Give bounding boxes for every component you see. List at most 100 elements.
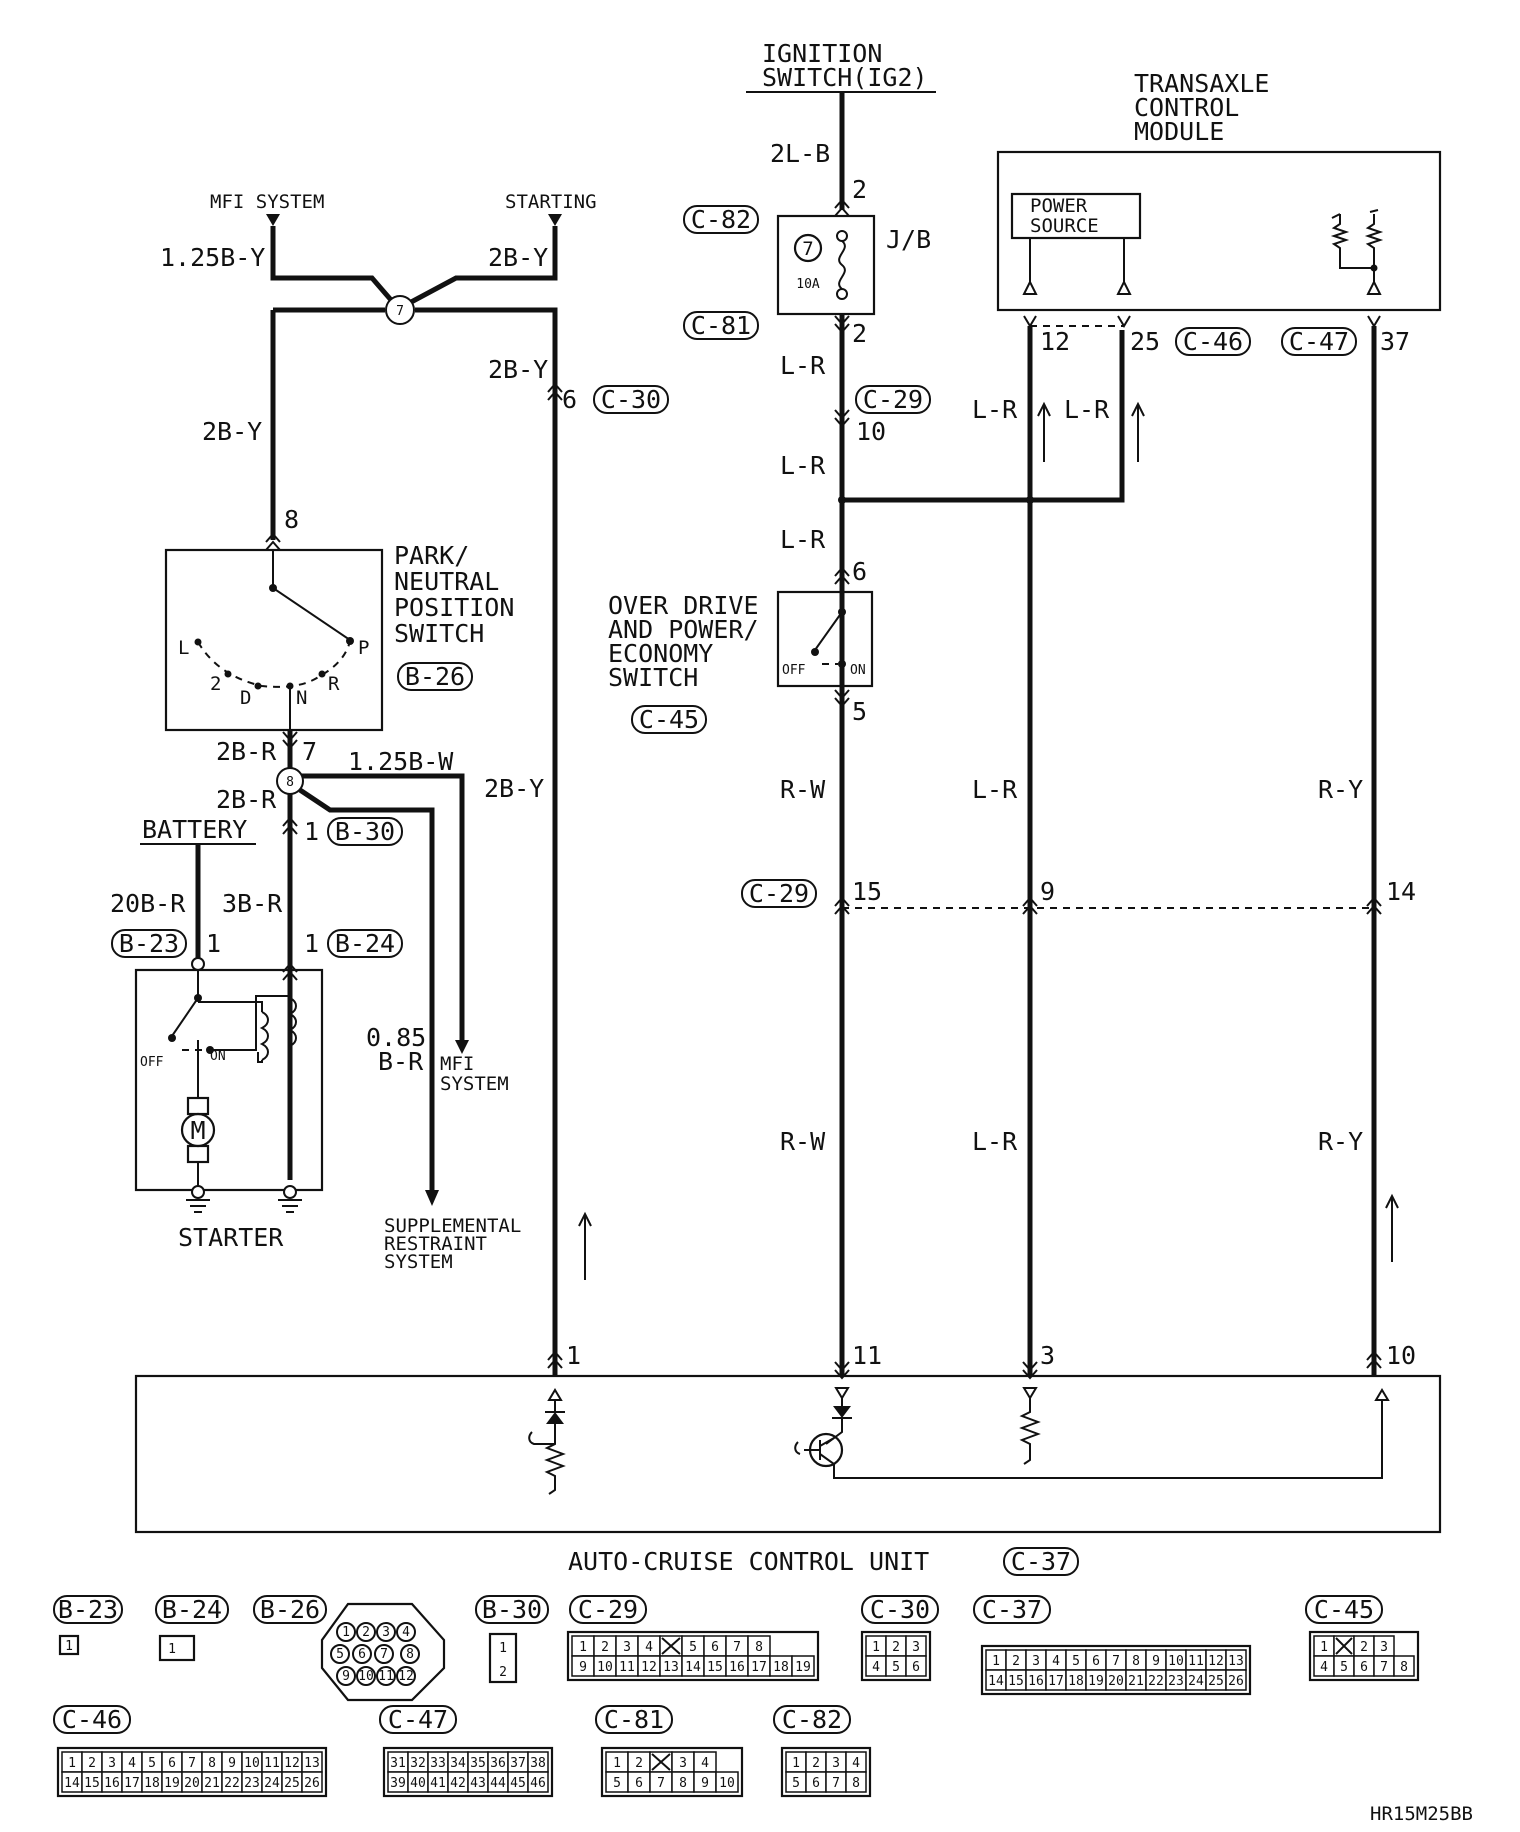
b26-pin-label: 11 xyxy=(378,1669,394,1684)
b26-pin-label: 1 xyxy=(342,1625,350,1640)
svg-text:B-30: B-30 xyxy=(335,817,395,846)
tcm-input-arrows-icon xyxy=(1022,279,1132,295)
pin-pn-8: 8 xyxy=(284,505,299,534)
conn-pin-label: 4 xyxy=(128,1756,136,1771)
conn-pin-label: 45 xyxy=(510,1776,526,1791)
conn-pin-label: 15 xyxy=(84,1776,100,1791)
pin-jb-2: 2 xyxy=(852,319,867,348)
transaxle-control-module: TRANSAXLE CONTROL MODULE POWER SOURCE 12… xyxy=(972,69,1442,1360)
conn-pin-label: 8 xyxy=(679,1776,687,1791)
conn-pin-label: 32 xyxy=(410,1756,426,1771)
od-switch: OFF ON OVER DRIVE AND POWER/ ECONOMY SWI… xyxy=(608,590,874,1156)
conn-pin-label: 7 xyxy=(1380,1660,1388,1675)
acu-transistor-leads xyxy=(804,1400,1383,1479)
svg-text:B-30: B-30 xyxy=(482,1595,542,1624)
starter-section: BATTERY 20B-R 3B-R B-23 1 1 B-24 OFF ON xyxy=(110,815,403,1252)
conn-pin-label: 7 xyxy=(188,1756,196,1771)
pn-label-3: POSITION xyxy=(394,593,514,622)
conn-pin-label: 24 xyxy=(1188,1674,1204,1689)
svg-text:1: 1 xyxy=(168,1642,176,1657)
conn-pin-label: 11 xyxy=(264,1756,280,1771)
pin-acu-1: 1 xyxy=(566,1341,581,1370)
conn-view-label: C-47 xyxy=(388,1705,448,1734)
svg-text:C-82: C-82 xyxy=(691,205,751,234)
conn-pin-label: 2 xyxy=(88,1756,96,1771)
conn-view-label: C-45 xyxy=(1314,1595,1374,1624)
conn-pin-label: 21 xyxy=(204,1776,220,1791)
conn-pin-label: 36 xyxy=(490,1756,506,1771)
motor-brush-bottom xyxy=(186,1144,210,1164)
c29-joint: C-29 15 9 14 xyxy=(741,877,1416,915)
conn-pin-label: 24 xyxy=(264,1776,280,1791)
b26-pin-5 xyxy=(330,1644,350,1664)
pin-od-6: 6 xyxy=(852,557,867,586)
mfi-system-label: MFI SYSTEM xyxy=(210,191,324,213)
conn-pin-label: 5 xyxy=(689,1640,697,1655)
svg-text:B-26: B-26 xyxy=(405,662,465,691)
jb-in-mark-icon xyxy=(834,198,850,217)
conn-pin-label: 1 xyxy=(613,1756,621,1771)
starter-coil-1-icon xyxy=(259,1011,269,1061)
connector-tag-c45: C-45 xyxy=(631,705,707,734)
conn-pin-label: 44 xyxy=(490,1776,506,1791)
pin-pn-7: 7 xyxy=(302,737,317,766)
conn-pin-label: 15 xyxy=(1008,1674,1024,1689)
conn-pin-label: 1 xyxy=(1320,1640,1328,1655)
pin-c30-6: 6 xyxy=(562,385,577,414)
wire-label-1-25b-y: 1.25B-Y xyxy=(160,243,265,272)
conn-pin-label: 1 xyxy=(872,1640,880,1655)
conn-pin-label: 6 xyxy=(912,1660,920,1675)
svg-text:1: 1 xyxy=(65,1639,73,1654)
pin-c47-37: 37 xyxy=(1380,327,1410,356)
conn-pin-label: 3 xyxy=(1380,1640,1388,1655)
wire-starting xyxy=(398,226,558,311)
junction-7-icon xyxy=(385,295,415,325)
power-source-label-1: POWER xyxy=(1030,195,1088,217)
b26-pin-label: 3 xyxy=(382,1625,390,1640)
conn-pin-label: 19 xyxy=(795,1660,811,1675)
jb-label: J/B xyxy=(886,225,931,254)
od-off-label: OFF xyxy=(782,663,806,678)
current-arrow-25-icon xyxy=(1131,401,1145,462)
wire-label-l-r-3: L-R xyxy=(780,525,826,554)
wire-label-l-r-2: L-R xyxy=(780,451,826,480)
conn-pin-label: 3 xyxy=(1032,1654,1040,1669)
svg-text:B-26: B-26 xyxy=(260,1595,320,1624)
conn-pin-label: 17 xyxy=(124,1776,140,1791)
pin-c29-15: 15 xyxy=(852,877,882,906)
od-switch-arm xyxy=(814,592,843,651)
conn-pin-label: 20 xyxy=(184,1776,200,1791)
conn-pin-label: 3 xyxy=(832,1756,840,1771)
connector-tag-c29-b: C-29 xyxy=(741,879,817,908)
ignition-label-2: SWITCH(IG2) xyxy=(762,63,928,92)
tcm-box xyxy=(996,150,1442,312)
fuse-icon xyxy=(793,233,823,263)
b26-pin-7 xyxy=(374,1644,394,1664)
supply-section: MFI SYSTEM STARTING 1.25B-Y 2B-Y 7 2B-Y … xyxy=(160,191,669,1360)
wire-label-2b-y-long: 2B-Y xyxy=(484,774,544,803)
conn-pin-label: 18 xyxy=(144,1776,160,1791)
b26-pin-2 xyxy=(356,1622,376,1642)
conn-view-b30: B-30 1 2 xyxy=(475,1595,549,1684)
conn-pin-label: 5 xyxy=(892,1660,900,1675)
conn-view-label: C-29 xyxy=(578,1595,638,1624)
pin-b23-1: 1 xyxy=(206,929,221,958)
conn-pin-label: 21 xyxy=(1128,1674,1144,1689)
pin-c29-10: 10 xyxy=(856,417,886,446)
pn-pos-p: P xyxy=(358,637,369,659)
tcm-pin-marks-icon xyxy=(1023,315,1381,328)
ground-left-icon xyxy=(186,1199,210,1213)
starter-switch-arm xyxy=(171,970,199,1037)
fuse-amp: 10A xyxy=(796,277,820,292)
connector-tag-c46: C-46 xyxy=(1175,327,1251,356)
b26-pin-label: 6 xyxy=(358,1647,366,1662)
conn-pin-label: 37 xyxy=(510,1756,526,1771)
svg-text:B-24: B-24 xyxy=(162,1595,222,1624)
conn-pin-label: 10 xyxy=(719,1776,735,1791)
conn-pin-label: 41 xyxy=(430,1776,446,1791)
diagram-code: HR15M25BB xyxy=(1370,1803,1473,1825)
conn-pin-label: 6 xyxy=(1092,1654,1100,1669)
ignition-label-1: IGNITION xyxy=(762,39,882,68)
